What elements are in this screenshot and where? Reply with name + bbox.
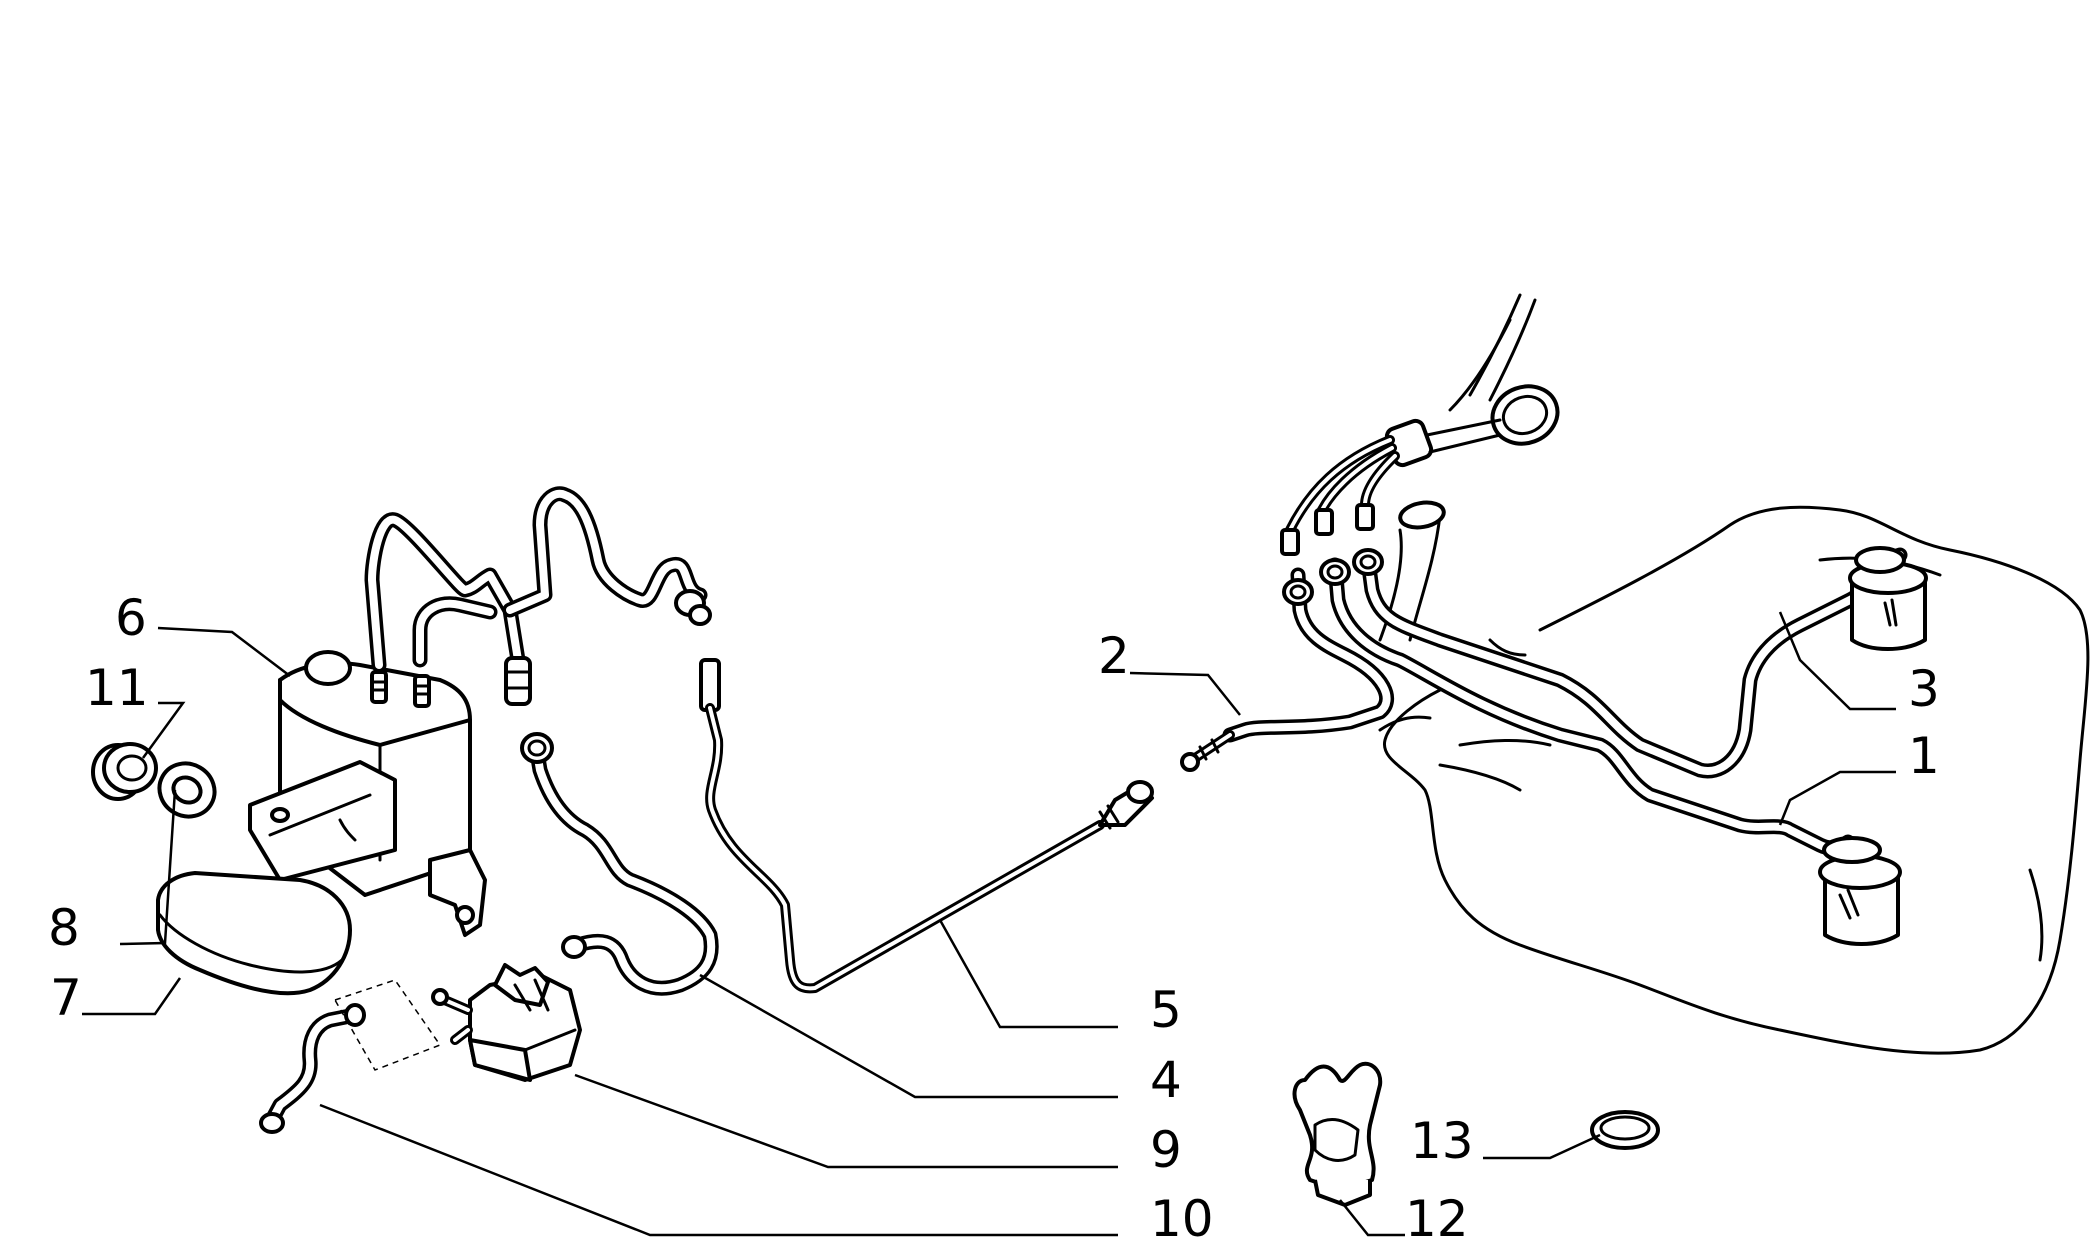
filter-lower (1818, 836, 1902, 946)
callout-12: 12 (1405, 1190, 1469, 1239)
callout-11: 11 (85, 659, 149, 717)
callout-9: 9 (1150, 1121, 1182, 1179)
hose-1 (1327, 557, 1856, 856)
callout-8: 8 (48, 899, 80, 957)
hose-2 (1180, 567, 1395, 772)
clip-12 (1292, 1061, 1383, 1207)
callout-5: 5 (1150, 981, 1182, 1039)
hose-connectors-top (1282, 548, 1384, 606)
cover-7 (156, 871, 352, 996)
callout-2: 2 (1098, 627, 1130, 685)
canister-hoses (364, 486, 712, 706)
pipe-5 (699, 658, 1154, 994)
leader-lines (82, 611, 1896, 1237)
callout-6: 6 (115, 589, 147, 647)
callout-1: 1 (1908, 727, 1940, 785)
purge-valve (431, 963, 582, 1082)
carbon-canister (248, 650, 487, 937)
callout-13: 13 (1410, 1112, 1474, 1170)
callout-4: 4 (1150, 1051, 1182, 1109)
hose-10 (259, 1003, 366, 1134)
fuel-tank-outline (1378, 505, 2090, 1055)
hose-4 (520, 732, 719, 996)
tank-upper-lines (1280, 435, 1400, 556)
washer-8 (157, 761, 217, 819)
callout-3: 3 (1908, 660, 1940, 718)
callout-10: 10 (1150, 1190, 1214, 1239)
callout-7: 7 (50, 969, 82, 1027)
callout-labels: 1 2 3 4 5 6 7 8 9 10 11 12 13 (48, 589, 1940, 1239)
plug-13 (1590, 1110, 1660, 1150)
filter-upper (1848, 546, 1928, 651)
grommet-11 (91, 742, 158, 801)
hose-3 (1360, 547, 1908, 779)
filler-neck (1384, 293, 1560, 468)
